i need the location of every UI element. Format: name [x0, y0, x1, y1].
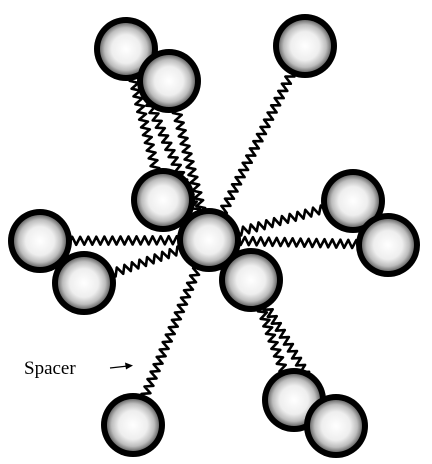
terminal-particle [137, 49, 201, 113]
terminal-particle [356, 213, 420, 277]
particle-core [310, 400, 362, 452]
particle-core [143, 55, 195, 107]
particle-core [362, 219, 414, 271]
particle-core [58, 257, 110, 309]
particle-core [225, 254, 277, 306]
spacer-arrow-head [125, 363, 133, 370]
spacer-label: Spacer [24, 358, 76, 379]
terminal-particle [52, 251, 116, 315]
particle-core [14, 215, 66, 267]
particles [8, 14, 420, 458]
spacer-annotation: Spacer [24, 358, 133, 379]
particle-core [183, 214, 235, 266]
terminal-particle [304, 394, 368, 458]
particle-core [279, 20, 331, 72]
spacer-arrow-shaft [110, 366, 128, 368]
terminal-particle [101, 393, 165, 457]
particle-core [107, 399, 159, 451]
particle-core [137, 174, 189, 226]
core-particle [219, 248, 283, 312]
terminal-particle [273, 14, 337, 78]
